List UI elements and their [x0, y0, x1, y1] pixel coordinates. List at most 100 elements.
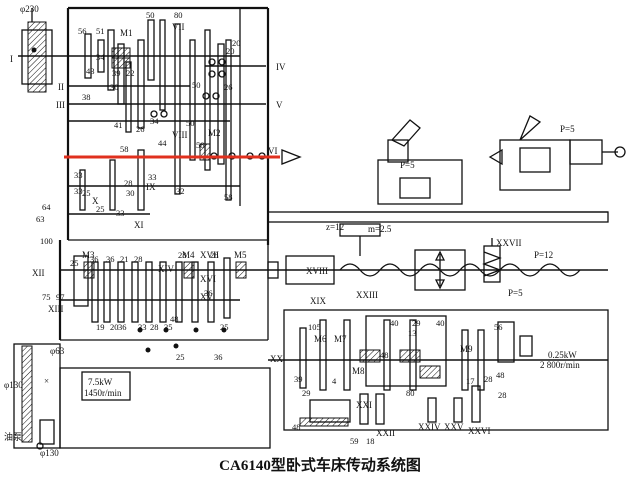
gear-tooth-count: 97 [56, 292, 65, 302]
gear-tooth-count: 36 [214, 352, 223, 362]
gear-tooth-count: 22 [126, 68, 135, 78]
label-pitch-5-top: P=5 [400, 160, 415, 170]
shaft-label-IV: IV [276, 62, 286, 72]
gear-tooth-count: 28 [178, 250, 187, 260]
gear-tooth-count: 33 [74, 186, 83, 196]
headstock-shafts [60, 55, 268, 301]
feed-box [58, 240, 279, 341]
shaft-label-III: III [56, 100, 65, 110]
shaft-label-IX: IX [146, 182, 156, 192]
shaft-label-XII: XII [32, 268, 45, 278]
gear-tooth-count: 80 [174, 10, 183, 20]
clutch-label-m7: M7 [334, 334, 347, 344]
feed-motor-power: 0.25kW [548, 350, 577, 360]
shaft-label-XV: XV [200, 292, 213, 302]
gear-tooth-count: 29 [302, 388, 311, 398]
gear-tooth-count: 48 [170, 314, 179, 324]
gear-tooth-count: 50 [192, 80, 201, 90]
gear-tooth-count: 34 [96, 52, 105, 62]
gear-tooth-count: 28 [134, 254, 143, 264]
shaft-label-XXVI: XXVI [468, 426, 491, 436]
shaft-label-VIII: VIII [172, 130, 188, 140]
gear-tooth-count: 36 [90, 254, 99, 264]
gear-tooth-count: 26 [136, 124, 145, 134]
shaft-label-XVI: XVI [200, 274, 216, 284]
gear-tooth-count: 36 [204, 288, 213, 298]
gear-tooth-count: 26 [224, 82, 233, 92]
gear-tooth-count: 29 [412, 318, 421, 328]
shaft-label-II: II [58, 82, 64, 92]
shaft-label-XX: XX [270, 354, 283, 364]
shaft-label-XXI: XXI [356, 400, 372, 410]
diagram-labels: φ230 I II III IV V VI VII VIII IX X XI X… [4, 4, 580, 458]
gear-tooth-count: 25 [176, 352, 185, 362]
gear-tooth-count: 39 [294, 374, 303, 384]
gear-tooth-count: 4 [332, 376, 337, 386]
clutch-label-m8: M8 [352, 366, 365, 376]
gear-tooth-count: 39 [112, 68, 121, 78]
gear-tooth-count: 63 [36, 214, 45, 224]
gear-tooth-count: 17 [466, 376, 475, 386]
gear-tooth-count: 105 [308, 322, 321, 332]
label-phi63: φ63 [50, 346, 65, 356]
bearing-markers [150, 58, 266, 160]
gear-tooth-count: 20 [232, 38, 241, 48]
shaft-label-XXIII: XXIII [356, 290, 378, 300]
shaft-label-XXIV: XXIV [418, 422, 441, 432]
gear-tooth-count: 58 [196, 140, 205, 150]
gear-tooth-count: 28 [498, 390, 507, 400]
gear-tooth-count: 100 [40, 236, 53, 246]
label-x: × [44, 376, 49, 386]
shaft-label-VI: VI [268, 146, 278, 156]
motor-speed: 1450r/min [84, 388, 122, 398]
gear-tooth-count: 75 [42, 292, 51, 302]
gear-tooth-count: 51 [96, 26, 105, 36]
label-phi130a: φ130 [4, 380, 23, 390]
gear-tooth-count: 25 [96, 204, 105, 214]
gear-tooth-count: 59 [350, 436, 359, 446]
clutch-m1 [111, 47, 131, 69]
label-pitch-5-low: P=5 [508, 288, 523, 298]
lathe-bed [267, 115, 626, 223]
gear-tooth-count: 41 [114, 120, 123, 130]
feed-motor-speed: 2 800r/min [540, 360, 580, 370]
small-pins [31, 47, 227, 353]
motor-power: 7.5kW [88, 377, 113, 387]
apron-box [283, 309, 609, 431]
gear-tooth-count: 30 [110, 82, 119, 92]
gear-tooth-count: 20 [226, 46, 235, 56]
gear-tooth-count: 33 [148, 172, 157, 182]
gear-tooth-count: 28 [484, 374, 493, 384]
clutch-m2 [199, 143, 211, 161]
headstock-box [66, 6, 270, 245]
clutch-label-m3: M3 [82, 250, 95, 260]
shaft-label-X: X [92, 196, 99, 206]
shaft-label-XIX: XIX [310, 296, 326, 306]
gear-tooth-count: 36 [106, 254, 115, 264]
main-motor [13, 343, 271, 450]
clutch-label-m4: M4 [182, 250, 195, 260]
label-pitch-12: P=12 [534, 250, 553, 260]
gear-tooth-count: 19 [96, 322, 105, 332]
gear-tooth-count: 33 [74, 170, 83, 180]
diagram-title: CA6140型卧式车床传动系统图 [219, 458, 421, 474]
clutch-label-m6: M6 [314, 334, 327, 344]
gear-tooth-count: 48 [380, 350, 389, 360]
gear-tooth-count: 48 [496, 370, 505, 380]
gear-tooth-count: 21 [120, 254, 129, 264]
gear-tooth-count: 33 [116, 208, 125, 218]
pump-label: 油泵 [4, 431, 22, 442]
label-pitch-5-mid: P=5 [560, 124, 575, 134]
shaft-label-XIII: XIII [48, 304, 64, 314]
gear-tooth-count: 43 [86, 66, 95, 76]
gear-tooth-count: 56 [78, 26, 87, 36]
gear-tooth-count: 58 [224, 192, 233, 202]
shaft-label-XXV: XXV [444, 422, 464, 432]
shaft-label-XXII: XXII [376, 428, 395, 438]
gear-tooth-count: 30 [126, 188, 135, 198]
shaft-label-VII: VII [172, 22, 185, 32]
clutch-label-m9: M9 [460, 344, 473, 354]
gear-tooth-count: 80 [406, 388, 415, 398]
